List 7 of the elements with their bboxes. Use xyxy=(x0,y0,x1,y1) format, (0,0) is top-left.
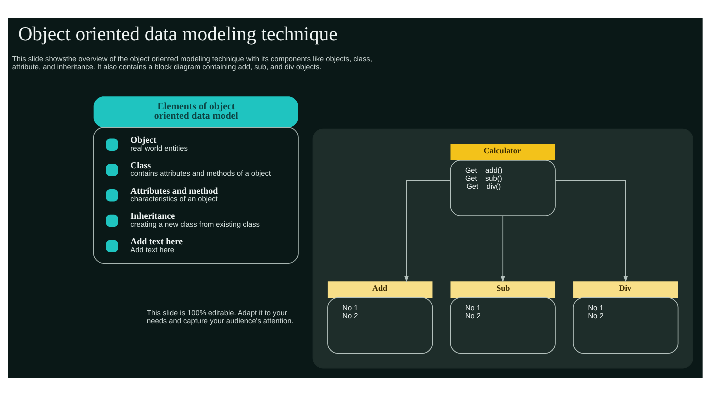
label: This slide showsthe overview of the object oriented modeling technique with its components like objects, class, attribute, and inheritance. It also contains a block diagram containing add, sub, and div objects. xyxy=(12,54,372,72)
diagram-title: Object oriented data modeling technique xyxy=(18,22,338,45)
label: This slide is 100% editable. Adapt it to your needs and capture your audience's attention. xyxy=(147,308,294,325)
arrow xyxy=(555,180,628,282)
arrow xyxy=(500,215,506,282)
cluster xyxy=(312,128,694,368)
arrow xyxy=(404,180,452,282)
